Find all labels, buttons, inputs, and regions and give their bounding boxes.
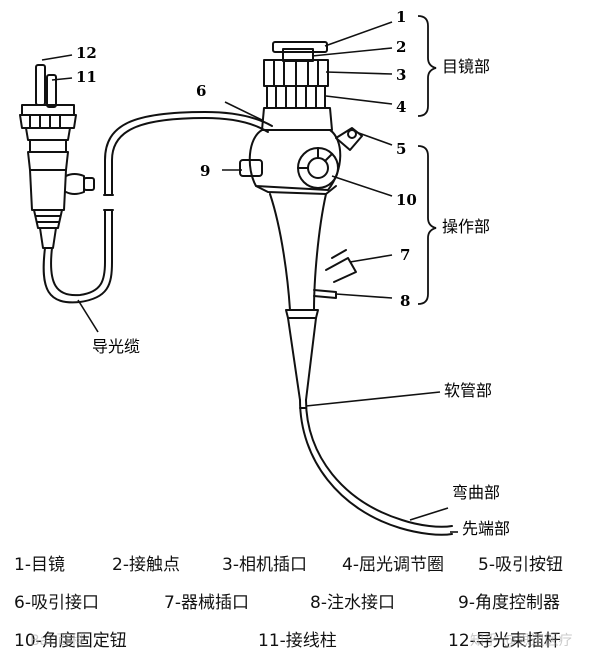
watermark-right: 知乎 @思辺医疗 (470, 630, 572, 650)
callout-11: 11 (76, 68, 97, 86)
callout-2: 2 (396, 38, 406, 56)
legend-item: 9-角度控制器 (458, 588, 560, 613)
group-eyepiece-label: 目镜部 (442, 57, 490, 76)
callout-4: 4 (396, 98, 406, 116)
insertion-tube (288, 318, 452, 535)
callout-3: 3 (396, 66, 406, 84)
group-insertion-label: 软管部 (444, 381, 492, 400)
legend-item: 6-吸引接口 (14, 588, 99, 613)
legend-item: 2-接触点 (112, 550, 180, 575)
group-bending-label: 弯曲部 (452, 483, 500, 502)
callout-6: 6 (196, 82, 206, 100)
light-guide-connector (20, 65, 94, 248)
control-body (240, 128, 362, 194)
group-brackets (418, 16, 436, 304)
legend-item: 5-吸引按钮 (478, 550, 563, 575)
legend-item: 1-目镜 (14, 550, 65, 575)
callout-5: 5 (396, 140, 406, 158)
callout-10: 10 (396, 191, 417, 209)
callout-7: 7 (400, 246, 410, 264)
callout-9: 9 (200, 162, 210, 180)
callout-12: 12 (76, 44, 97, 62)
handle (270, 194, 356, 318)
watermark-left: Bai 百科 (30, 630, 85, 650)
legend-item: 3-相机插口 (222, 550, 307, 575)
callout-1: 1 (396, 8, 406, 26)
endoscope-diagram: 1 2 3 4 5 6 7 8 9 10 11 12 目镜部 操作部 软管部 弯… (0, 0, 600, 560)
group-operation-label: 操作部 (442, 217, 490, 236)
legend-item: 4-屈光调节圈 (342, 550, 444, 575)
group-tip-label: 先端部 (462, 519, 510, 538)
callout-8: 8 (400, 292, 410, 310)
legend-row-2: 6-吸引接口 7-器械插口 8-注水接口 9-角度控制器 (0, 588, 600, 618)
legend-item: 7-器械插口 (164, 588, 249, 613)
legend-item: 8-注水接口 (310, 588, 395, 613)
legend-item: 11-接线柱 (258, 626, 337, 651)
legend-row-1: 1-目镜 2-接触点 3-相机插口 4-屈光调节圈 5-吸引按钮 (0, 550, 600, 580)
light-guide-cable (44, 112, 272, 302)
light-guide-cable-label: 导光缆 (92, 337, 140, 356)
